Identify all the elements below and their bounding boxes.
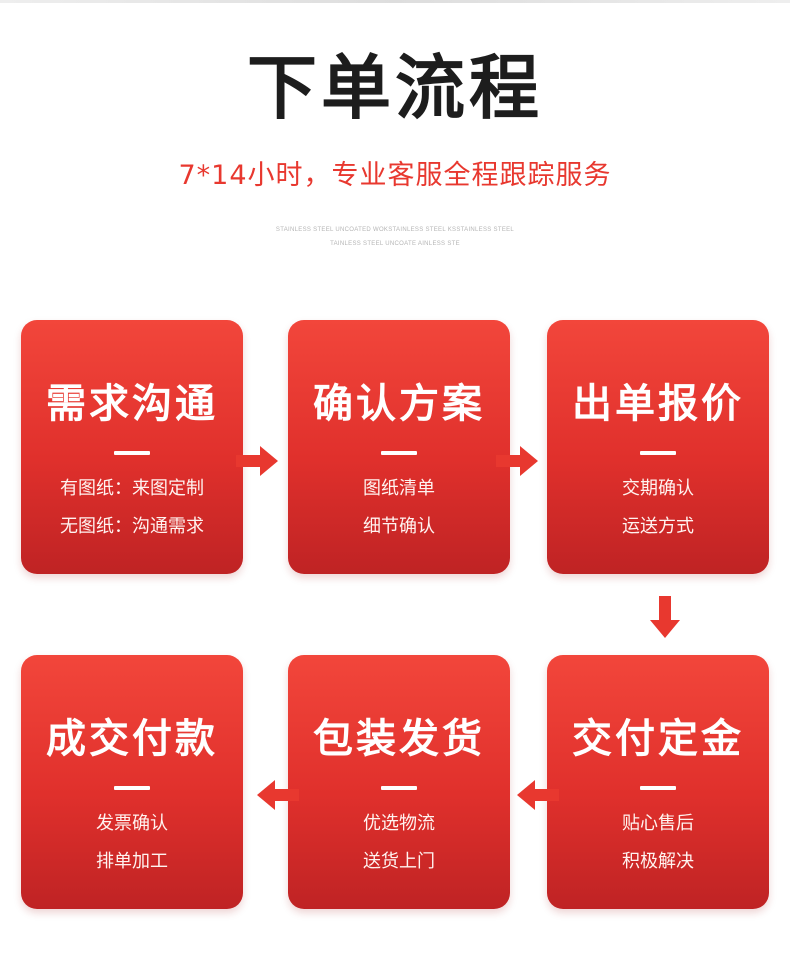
step-detail: 无图纸：沟通需求 (60, 516, 204, 537)
step-divider (640, 786, 676, 790)
step-detail: 细节确认 (363, 516, 435, 537)
step-divider (114, 786, 150, 790)
step-divider (381, 451, 417, 455)
arrow-left-icon (257, 780, 299, 810)
step-title: 出单报价 (572, 381, 744, 427)
step-title: 确认方案 (313, 381, 485, 427)
page-subtitle: 7*14小时，专业客服全程跟踪服务 (178, 160, 612, 191)
step-divider (381, 786, 417, 790)
step-detail: 有图纸：来图定制 (60, 478, 204, 499)
step-card-requirements: 需求沟通 有图纸：来图定制 无图纸：沟通需求 (21, 320, 243, 574)
step-card-deposit: 交付定金 贴心售后 积极解决 (547, 655, 769, 909)
decoration-text: STAINLESS STEEL UNCOATED WOKSTAINLESS ST… (275, 227, 515, 233)
step-detail: 发票确认 (96, 813, 168, 834)
step-card-confirm-plan: 确认方案 图纸清单 细节确认 (288, 320, 510, 574)
step-detail: 排单加工 (96, 851, 168, 872)
arrow-right-icon (496, 446, 538, 476)
step-title: 包装发货 (313, 716, 485, 762)
step-detail: 送货上门 (363, 851, 435, 872)
step-title: 交付定金 (572, 716, 744, 762)
arrow-left-icon (517, 780, 559, 810)
step-detail: 贴心售后 (622, 813, 694, 834)
step-divider (114, 451, 150, 455)
decoration-text: TAINLESS STEEL UNCOATE AINLESS STE (330, 241, 460, 247)
step-card-quotation: 出单报价 交期确认 运送方式 (547, 320, 769, 574)
step-detail: 交期确认 (622, 478, 694, 499)
step-detail: 优选物流 (363, 813, 435, 834)
step-detail: 图纸清单 (363, 478, 435, 499)
step-title: 成交付款 (46, 716, 218, 762)
arrow-right-icon (236, 446, 278, 476)
step-detail: 积极解决 (622, 851, 694, 872)
step-card-payment: 成交付款 发票确认 排单加工 (21, 655, 243, 909)
arrow-down-icon (650, 596, 680, 638)
step-divider (640, 451, 676, 455)
step-title: 需求沟通 (46, 381, 218, 427)
step-card-packing-shipping: 包装发货 优选物流 送货上门 (288, 655, 510, 909)
page-title: 下单流程 (247, 47, 543, 129)
top-divider (0, 0, 790, 3)
step-detail: 运送方式 (622, 516, 694, 537)
